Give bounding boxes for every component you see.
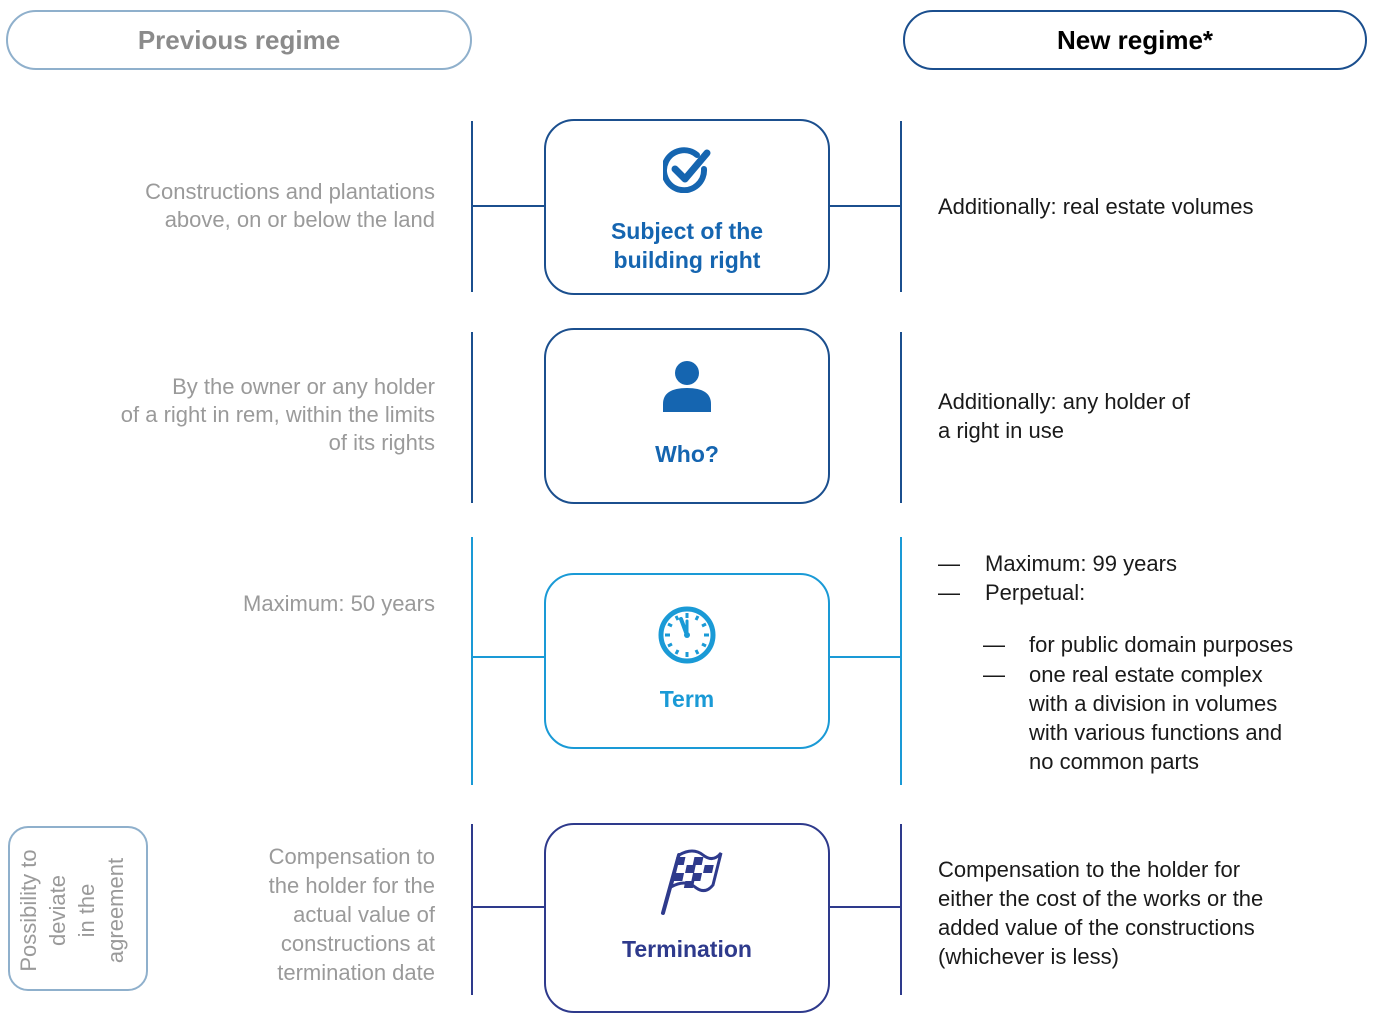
deviate-agreement-text: Possibility to deviate in the agreement — [16, 849, 128, 972]
row3-right-connector — [829, 656, 901, 658]
new-item-perpetual: Perpetual: — [985, 580, 1086, 605]
new-subitem-public-domain: for public domain purposes — [1029, 632, 1294, 657]
previous-regime-header: Previous regime — [6, 10, 472, 70]
dash-marker: — — [983, 632, 1005, 657]
row3-left-line — [471, 537, 473, 785]
term-label: Term — [659, 686, 715, 712]
new-subitem-real-estate-complex: one real estate complex with a division … — [1029, 662, 1283, 774]
row4-new-text: Compensation to the holder for either th… — [938, 857, 1264, 969]
clock-icon — [546, 605, 828, 665]
checkered-flag-icon — [546, 845, 828, 917]
dash-marker: — — [983, 662, 1005, 687]
row4-right-line — [900, 824, 902, 995]
row4-right-connector — [829, 906, 901, 908]
row1-right-connector — [829, 205, 901, 207]
row3-previous-text: Maximum: 50 years — [243, 591, 435, 616]
who-box: Who? — [544, 328, 830, 504]
subject-box: Subject of the building right — [544, 119, 830, 295]
row1-right-line — [900, 121, 902, 292]
row1-previous-text: Constructions and plantations above, on … — [145, 179, 435, 232]
row3-left-connector — [471, 656, 545, 658]
row1-new-text: Additionally: real estate volumes — [938, 194, 1254, 219]
who-label: Who? — [655, 441, 719, 467]
termination-box: Termination — [544, 823, 830, 1013]
row4-previous-text: Compensation to the holder for the actua… — [268, 844, 435, 985]
deviate-agreement-box: Possibility to deviate in the agreement — [8, 826, 148, 991]
row3-right-line — [900, 537, 902, 785]
new-item-maximum: Maximum: 99 years — [985, 551, 1177, 576]
row2-right-line — [900, 332, 902, 503]
new-regime-header: New regime* — [903, 10, 1367, 70]
dash-marker: — — [938, 580, 960, 605]
row2-new-text: Additionally: any holder of a right in u… — [938, 389, 1190, 443]
row4-left-connector — [471, 906, 545, 908]
row2-left-line — [471, 332, 473, 503]
term-box: Term — [544, 573, 830, 749]
termination-label: Termination — [622, 936, 752, 962]
row1-left-connector — [471, 205, 545, 207]
row2-previous-text: By the owner or any holder of a right in… — [120, 374, 435, 455]
dash-marker: — — [938, 551, 960, 576]
subject-label: Subject of the building right — [610, 218, 764, 273]
person-icon — [546, 360, 828, 412]
row4-left-line — [471, 824, 473, 995]
checkmark-icon — [546, 147, 828, 193]
